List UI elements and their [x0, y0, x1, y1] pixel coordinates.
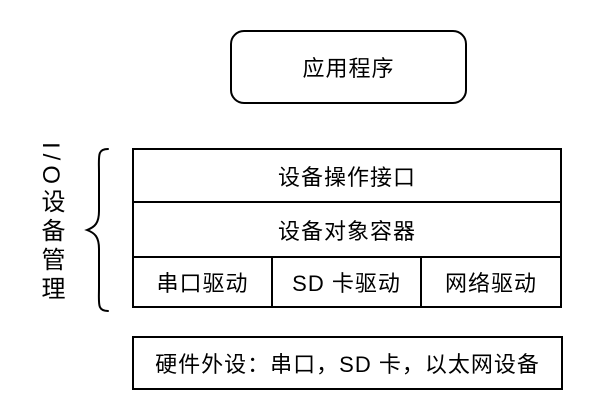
device-operation-interface-row: 设备操作接口 — [134, 150, 560, 203]
device-operation-interface-label: 设备操作接口 — [277, 164, 416, 190]
sdcard-driver-label: SD 卡驱动 — [292, 271, 401, 296]
hardware-peripherals-box: 硬件外设：串口，SD 卡，以太网设备 — [132, 336, 563, 390]
device-object-container-label: 设备对象容器 — [277, 218, 416, 244]
application-box: 应用程序 — [230, 30, 467, 104]
device-management-stack: 设备操作接口 设备对象容器 串口驱动 SD 卡驱动 网络驱动 — [132, 148, 562, 308]
driver-cell-sdcard: SD 卡驱动 — [273, 258, 422, 306]
side-label-io-device-management: I/O设备管理 — [37, 142, 64, 306]
driver-cell-serial: 串口驱动 — [134, 258, 273, 306]
device-object-container-row: 设备对象容器 — [134, 203, 560, 258]
network-driver-label: 网络驱动 — [444, 271, 537, 296]
driver-cell-network: 网络驱动 — [422, 258, 560, 306]
application-box-label: 应用程序 — [302, 56, 395, 81]
left-curly-brace — [84, 148, 109, 312]
serial-driver-label: 串口驱动 — [156, 271, 249, 296]
driver-row: 串口驱动 SD 卡驱动 网络驱动 — [134, 258, 560, 306]
hardware-peripherals-label: 硬件外设：串口，SD 卡，以太网设备 — [155, 352, 540, 377]
